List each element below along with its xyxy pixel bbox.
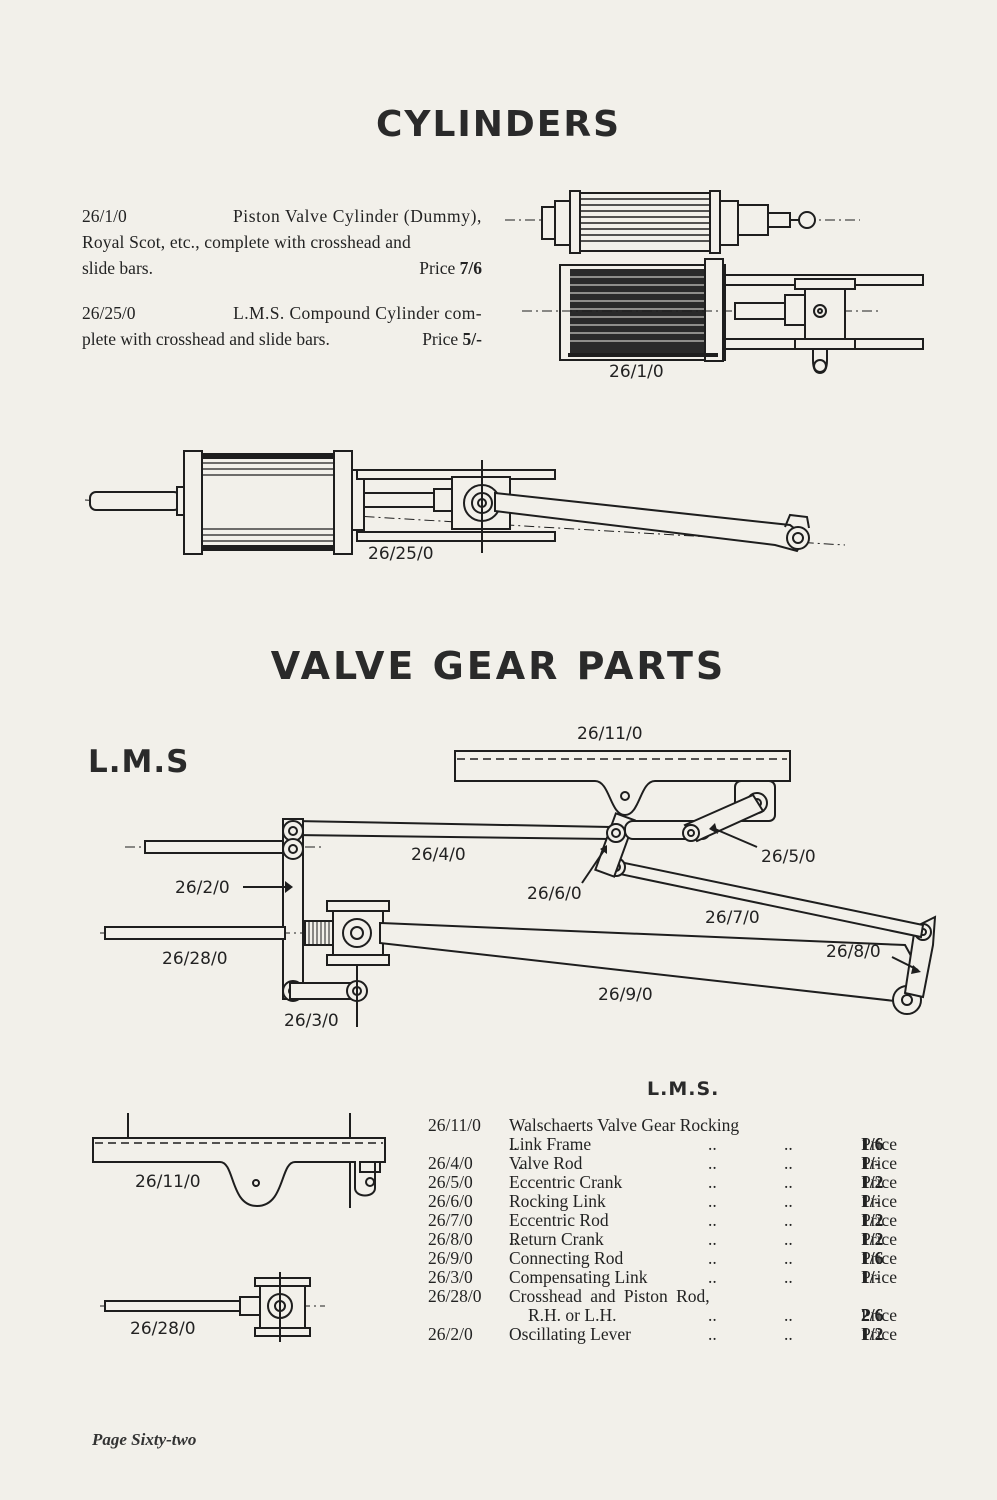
item-name: R.H. or L.H.: [528, 1305, 617, 1325]
price-list-item: 26/8/0 Return Crank.. .. .. Price 1/2: [428, 1229, 897, 1249]
item-price: Price 1/2: [861, 1172, 897, 1192]
item-name: Compensating Link: [509, 1267, 648, 1287]
item-description-line: plete with crosshead and slide bars.: [82, 329, 330, 349]
cylinders-heading: CYLINDERS: [375, 104, 622, 145]
item-code: 26/25/0: [82, 303, 136, 323]
leader-dots: ..: [784, 1191, 793, 1211]
item-price: Price 1/-: [861, 1153, 897, 1173]
figure-label-26-25-0: 26/25/0: [368, 544, 434, 564]
leader-dots: ..: [784, 1172, 793, 1192]
lms-subheading: L.M.S: [88, 744, 190, 780]
item-name: Crosshead and Piston Rod,: [509, 1286, 710, 1306]
valve-gear-heading: VALVE GEAR PARTS: [270, 644, 727, 688]
item-code: 26/8/0: [428, 1229, 473, 1249]
piston-valve-cylinder-drawing: [505, 190, 924, 375]
item-price: Price 1/6: [861, 1134, 897, 1154]
item-code: 26/1/0: [82, 206, 127, 226]
diagram-label-26-3-0: 26/3/0: [284, 1011, 339, 1031]
item-price: Price 5/-: [422, 329, 482, 349]
leader-dots: ..: [784, 1305, 793, 1325]
link-frame-drawing: [92, 1113, 386, 1208]
figure-label-26-1-0: 26/1/0: [609, 362, 664, 382]
leader-dots: ..: [708, 1191, 717, 1211]
item-description-line: slide bars.: [82, 258, 153, 278]
item-code: 26/2/0: [428, 1324, 473, 1344]
price-list-item: 26/5/0 Eccentric Crank .. .. Price 1/2: [428, 1173, 938, 1192]
item-price: Price 2/6: [861, 1305, 897, 1325]
leader-dots: ..: [708, 1229, 717, 1249]
leader-dots: ..: [784, 1248, 793, 1268]
item-code: 26/7/0: [428, 1210, 473, 1230]
cylinder-item-26-1-0: 26/1/0 Piston Valve Cylinder (Dummy), Ro…: [82, 203, 482, 281]
item-name: Oscillating Lever: [509, 1324, 631, 1344]
small-figure-label-crosshead: 26/28/0: [130, 1319, 196, 1339]
item-code: 26/9/0: [428, 1248, 473, 1268]
price-list-item: 26/9/0 Connecting Rod .. .. Price 1/6: [428, 1249, 938, 1268]
price-list-item: 26/28/0 Crosshead and Piston Rod,: [428, 1287, 938, 1306]
leader-dots: ..: [708, 1267, 717, 1287]
valve-gear-assembly-drawing: [100, 750, 937, 1027]
price-list-item-continued: R.H. or L.H. .. .. Price 2/6: [428, 1306, 938, 1325]
leader-dots: ..: [708, 1324, 717, 1344]
diagram-label-26-4-0: 26/4/0: [411, 845, 466, 865]
item-price: Price 7/6: [419, 258, 482, 278]
compound-cylinder-drawing: [85, 450, 846, 555]
item-name: Valve Rod ..: [509, 1153, 583, 1173]
price-list-heading: L.M.S.: [647, 1078, 720, 1100]
leader-dots: ..: [784, 1267, 793, 1287]
leader-dots: ..: [784, 1134, 793, 1154]
diagram-label-26-2-0: 26/2/0: [175, 878, 230, 898]
item-code: 26/28/0: [428, 1286, 482, 1306]
price-list-item: 26/3/0 Compensating Link .. .. Price 1/-: [428, 1268, 938, 1287]
price-list-item: 26/4/0 Valve Rod .. .. .. Price 1/-: [428, 1154, 938, 1173]
item-name: Eccentric Crank: [509, 1172, 623, 1192]
leader-dots: ..: [708, 1210, 717, 1230]
page-number: Page Sixty-two: [92, 1430, 197, 1449]
price-list-item: 26/6/0 Rocking Link .. .. Price 1/-: [428, 1192, 938, 1211]
diagram-label-26-9-0: 26/9/0: [598, 985, 653, 1005]
item-price: Price 1/2: [861, 1229, 897, 1249]
leader-dots: ..: [784, 1210, 793, 1230]
price-list-item: 26/7/0 Eccentric Rod .. .. Price 1/2: [428, 1211, 938, 1230]
crosshead-drawing: [100, 1272, 325, 1342]
item-price: Price 1/2: [861, 1324, 897, 1344]
item-description-line: L.M.S. Compound Cylinder com-: [233, 303, 482, 323]
diagram-label-26-28-0: 26/28/0: [162, 949, 228, 969]
item-description-line: Piston Valve Cylinder (Dummy),: [232, 206, 482, 226]
item-price: Price 1/6: [861, 1248, 897, 1268]
price-list-item-continued: Link Frame .. .. .. Price 1/6: [509, 1134, 897, 1154]
item-code: 26/5/0: [428, 1172, 473, 1192]
item-price: Price 1/-: [861, 1267, 897, 1287]
item-name: Connecting Rod: [509, 1248, 624, 1268]
diagram-label-26-5-0: 26/5/0: [761, 847, 816, 867]
item-name: Eccentric Rod: [509, 1210, 609, 1230]
item-code: 26/4/0: [428, 1153, 473, 1173]
leader-dots: ..: [784, 1153, 793, 1173]
leader-dots: ..: [708, 1248, 717, 1268]
item-name: Walschaerts Valve Gear Rocking: [509, 1115, 740, 1135]
leader-dots: ..: [708, 1134, 717, 1154]
leader-dots: ..: [708, 1172, 717, 1192]
item-description-line: Royal Scot, etc., complete with crosshea…: [82, 232, 411, 252]
diagram-label-26-6-0: 26/6/0: [527, 884, 582, 904]
price-list-item: 26/11/0 Walschaerts Valve Gear Rocking: [428, 1116, 938, 1135]
item-price: Price 1/2: [861, 1210, 897, 1230]
small-figure-label-link-frame: 26/11/0: [135, 1172, 201, 1192]
item-name: Rocking Link: [509, 1191, 606, 1211]
item-code: 26/11/0: [428, 1115, 481, 1135]
leader-dots: ..: [784, 1229, 793, 1249]
leader-dots: ..: [708, 1153, 717, 1173]
diagram-label-26-7-0: 26/7/0: [705, 908, 760, 928]
item-price: Price 1/-: [861, 1191, 897, 1211]
diagram-label-26-11-0: 26/11/0: [577, 724, 643, 744]
item-code: 26/6/0: [428, 1191, 473, 1211]
item-code: 26/3/0: [428, 1267, 473, 1287]
cylinder-item-26-25-0: 26/25/0 L.M.S. Compound Cylinder com- pl…: [82, 300, 482, 352]
leader-dots: ..: [784, 1324, 793, 1344]
diagram-label-26-8-0: 26/8/0: [826, 942, 881, 962]
price-list-item: 26/2/0 Oscillating Lever .. .. Price 1/2: [428, 1325, 938, 1344]
leader-dots: ..: [708, 1305, 717, 1325]
